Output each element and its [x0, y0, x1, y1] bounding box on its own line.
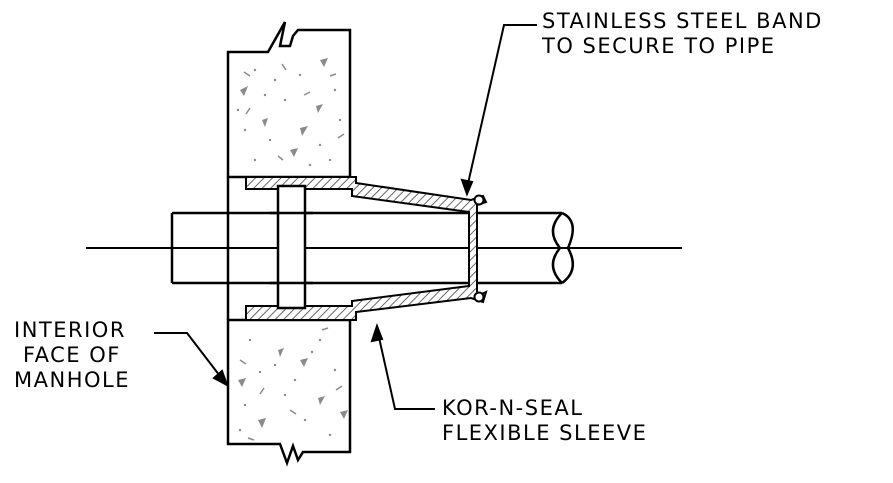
manhole-wall-upper — [226, 21, 352, 179]
leader-interior-face — [154, 332, 229, 388]
concrete-texture-lower — [238, 338, 348, 437]
stainless-steel-band — [473, 194, 485, 206]
leader-band — [460, 24, 537, 197]
wedge-bolt — [270, 184, 313, 310]
label-band-line1: STAINLESS STEEL BAND — [542, 9, 823, 33]
label-kor-n-seal-sleeve: KOR-N-SEAL FLEXIBLE SLEEVE — [442, 396, 647, 446]
label-sleeve-line1: KOR-N-SEAL — [442, 396, 584, 420]
stainless-steel-band-lower — [473, 291, 485, 303]
leader-sleeve — [370, 323, 435, 410]
label-interior-line2: FACE OF — [23, 343, 121, 367]
label-interior-line1: INTERIOR — [14, 318, 126, 342]
label-sleeve-line2: FLEXIBLE SLEEVE — [442, 421, 648, 445]
concrete-strokes-upper — [243, 63, 345, 161]
label-band-line2: TO SECURE TO PIPE — [542, 34, 776, 58]
manhole-wall-lower — [226, 318, 352, 467]
concrete-texture-upper — [236, 58, 342, 167]
label-interior-line3: MANHOLE — [14, 368, 130, 392]
label-interior-face-of-manhole: INTERIOR FACE OF MANHOLE — [14, 318, 130, 393]
concrete-strokes-lower — [239, 327, 343, 441]
label-stainless-steel-band: STAINLESS STEEL BAND TO SECURE TO PIPE — [542, 9, 823, 59]
